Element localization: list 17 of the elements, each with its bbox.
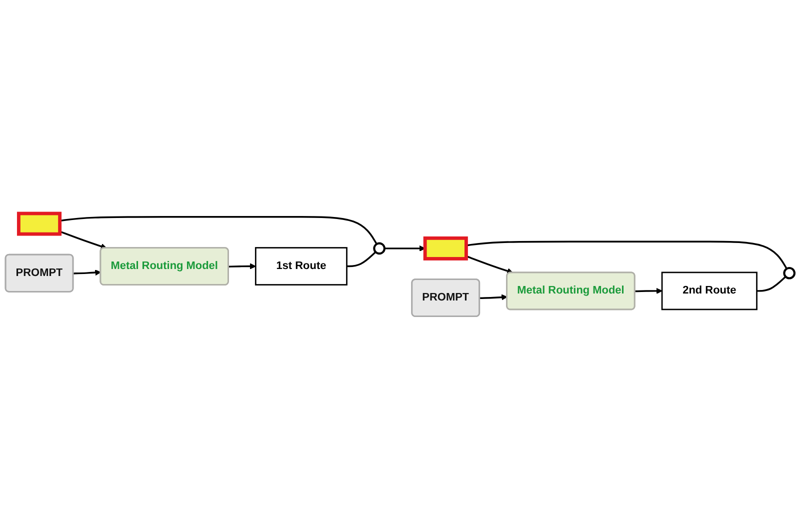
connector	[466, 240, 788, 270]
connector	[756, 276, 786, 292]
node-circle	[373, 242, 386, 255]
connector	[346, 251, 376, 268]
arrow	[466, 255, 514, 274]
arrow	[384, 246, 426, 252]
arrow	[480, 294, 508, 300]
arrow	[73, 270, 102, 276]
connector	[60, 216, 378, 245]
arrow	[60, 230, 107, 250]
arrow	[228, 263, 256, 270]
node-box	[16, 212, 62, 236]
node-circle	[783, 267, 796, 280]
arrow	[634, 288, 662, 294]
node-box: 1st Route	[254, 247, 348, 286]
node-box	[423, 236, 468, 261]
node-box: 2nd Route	[661, 272, 758, 310]
